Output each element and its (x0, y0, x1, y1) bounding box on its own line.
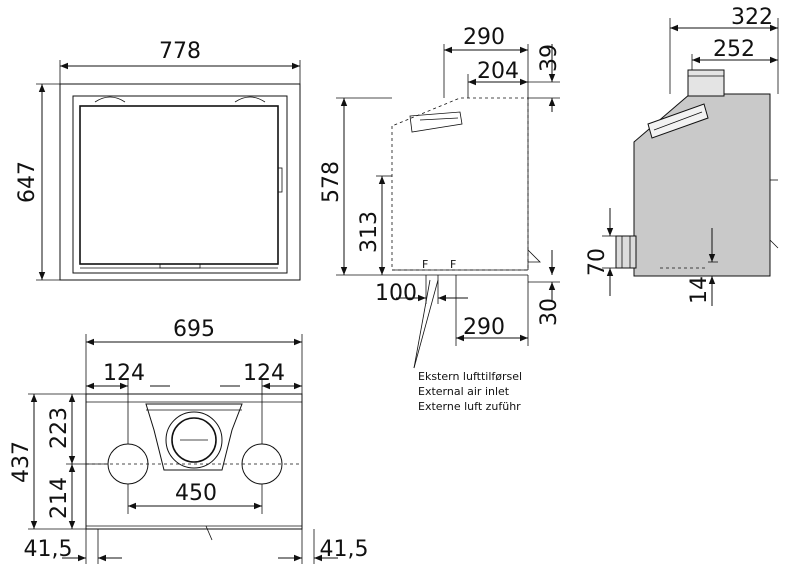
side-view: F F 290 204 39 578 313 100 (319, 25, 562, 369)
caption-norwegian: Ekstern lufttilførsel (418, 370, 522, 383)
rear-air-inlet-pipe (615, 235, 637, 269)
caption-leader (413, 279, 439, 369)
top-view-left-margin-label: 41,5 (24, 537, 73, 562)
rear-outer-width-label: 322 (731, 5, 773, 30)
rear-inlet-height-label: 70 (585, 248, 610, 276)
side-foot (527, 249, 541, 263)
side-inlet-mark-right: F (450, 258, 456, 271)
side-deflector (409, 111, 463, 133)
rear-collar-width-label: 252 (713, 37, 755, 62)
side-top-offset-label: 39 (537, 44, 562, 72)
top-view-bottom-depth-label: 214 (47, 477, 72, 519)
top-view-right-margin-label: 41,5 (320, 537, 369, 562)
side-depth-outer-label: 290 (463, 25, 505, 50)
top-view-flue-inner (171, 417, 217, 463)
rear-view: 322 252 70 14 (585, 5, 779, 306)
rear-flue-collar (687, 69, 725, 97)
top-view-body (85, 393, 303, 530)
side-bottom-height-label: 30 (537, 298, 562, 326)
top-view: 695 124 124 223 214 437 450 (9, 317, 368, 564)
front-outer-frame (59, 83, 301, 281)
caption-german: Externe luft zuführ (418, 400, 521, 413)
side-height-label: 578 (319, 161, 344, 203)
front-top-vent-right (234, 96, 266, 103)
side-inlet-offset-label: 100 (375, 281, 417, 306)
front-top-vent-left (94, 96, 126, 103)
front-glass-door (79, 105, 279, 265)
top-view-left-spacing-label: 124 (103, 361, 145, 386)
front-view: 778 647 (15, 39, 301, 281)
top-view-total-depth-label: 437 (9, 441, 34, 483)
front-inner-frame (72, 95, 288, 274)
top-view-flue-outer (165, 411, 223, 469)
rear-inlet-offset-label: 14 (687, 276, 712, 304)
external-air-caption: Ekstern lufttilførsel External air inlet… (418, 370, 522, 413)
front-handle (159, 263, 201, 269)
caption-english: External air inlet (418, 385, 510, 398)
side-depth-inner-label: 204 (477, 59, 519, 84)
front-height-label: 647 (15, 161, 40, 203)
top-view-right-spacing-label: 124 (243, 361, 285, 386)
top-view-hole-spacing-label: 450 (175, 481, 217, 506)
front-side-latch (277, 167, 283, 193)
front-width-label: 778 (159, 39, 201, 64)
top-view-center-hopper (145, 403, 243, 471)
top-view-top-depth-label: 223 (47, 407, 72, 449)
top-view-width-label: 695 (173, 317, 215, 342)
side-bottom-depth-label: 290 (463, 315, 505, 340)
side-inlet-height-label: 313 (357, 211, 382, 253)
side-body-outline (391, 97, 529, 271)
side-inlet-mark-left: F (422, 258, 428, 271)
